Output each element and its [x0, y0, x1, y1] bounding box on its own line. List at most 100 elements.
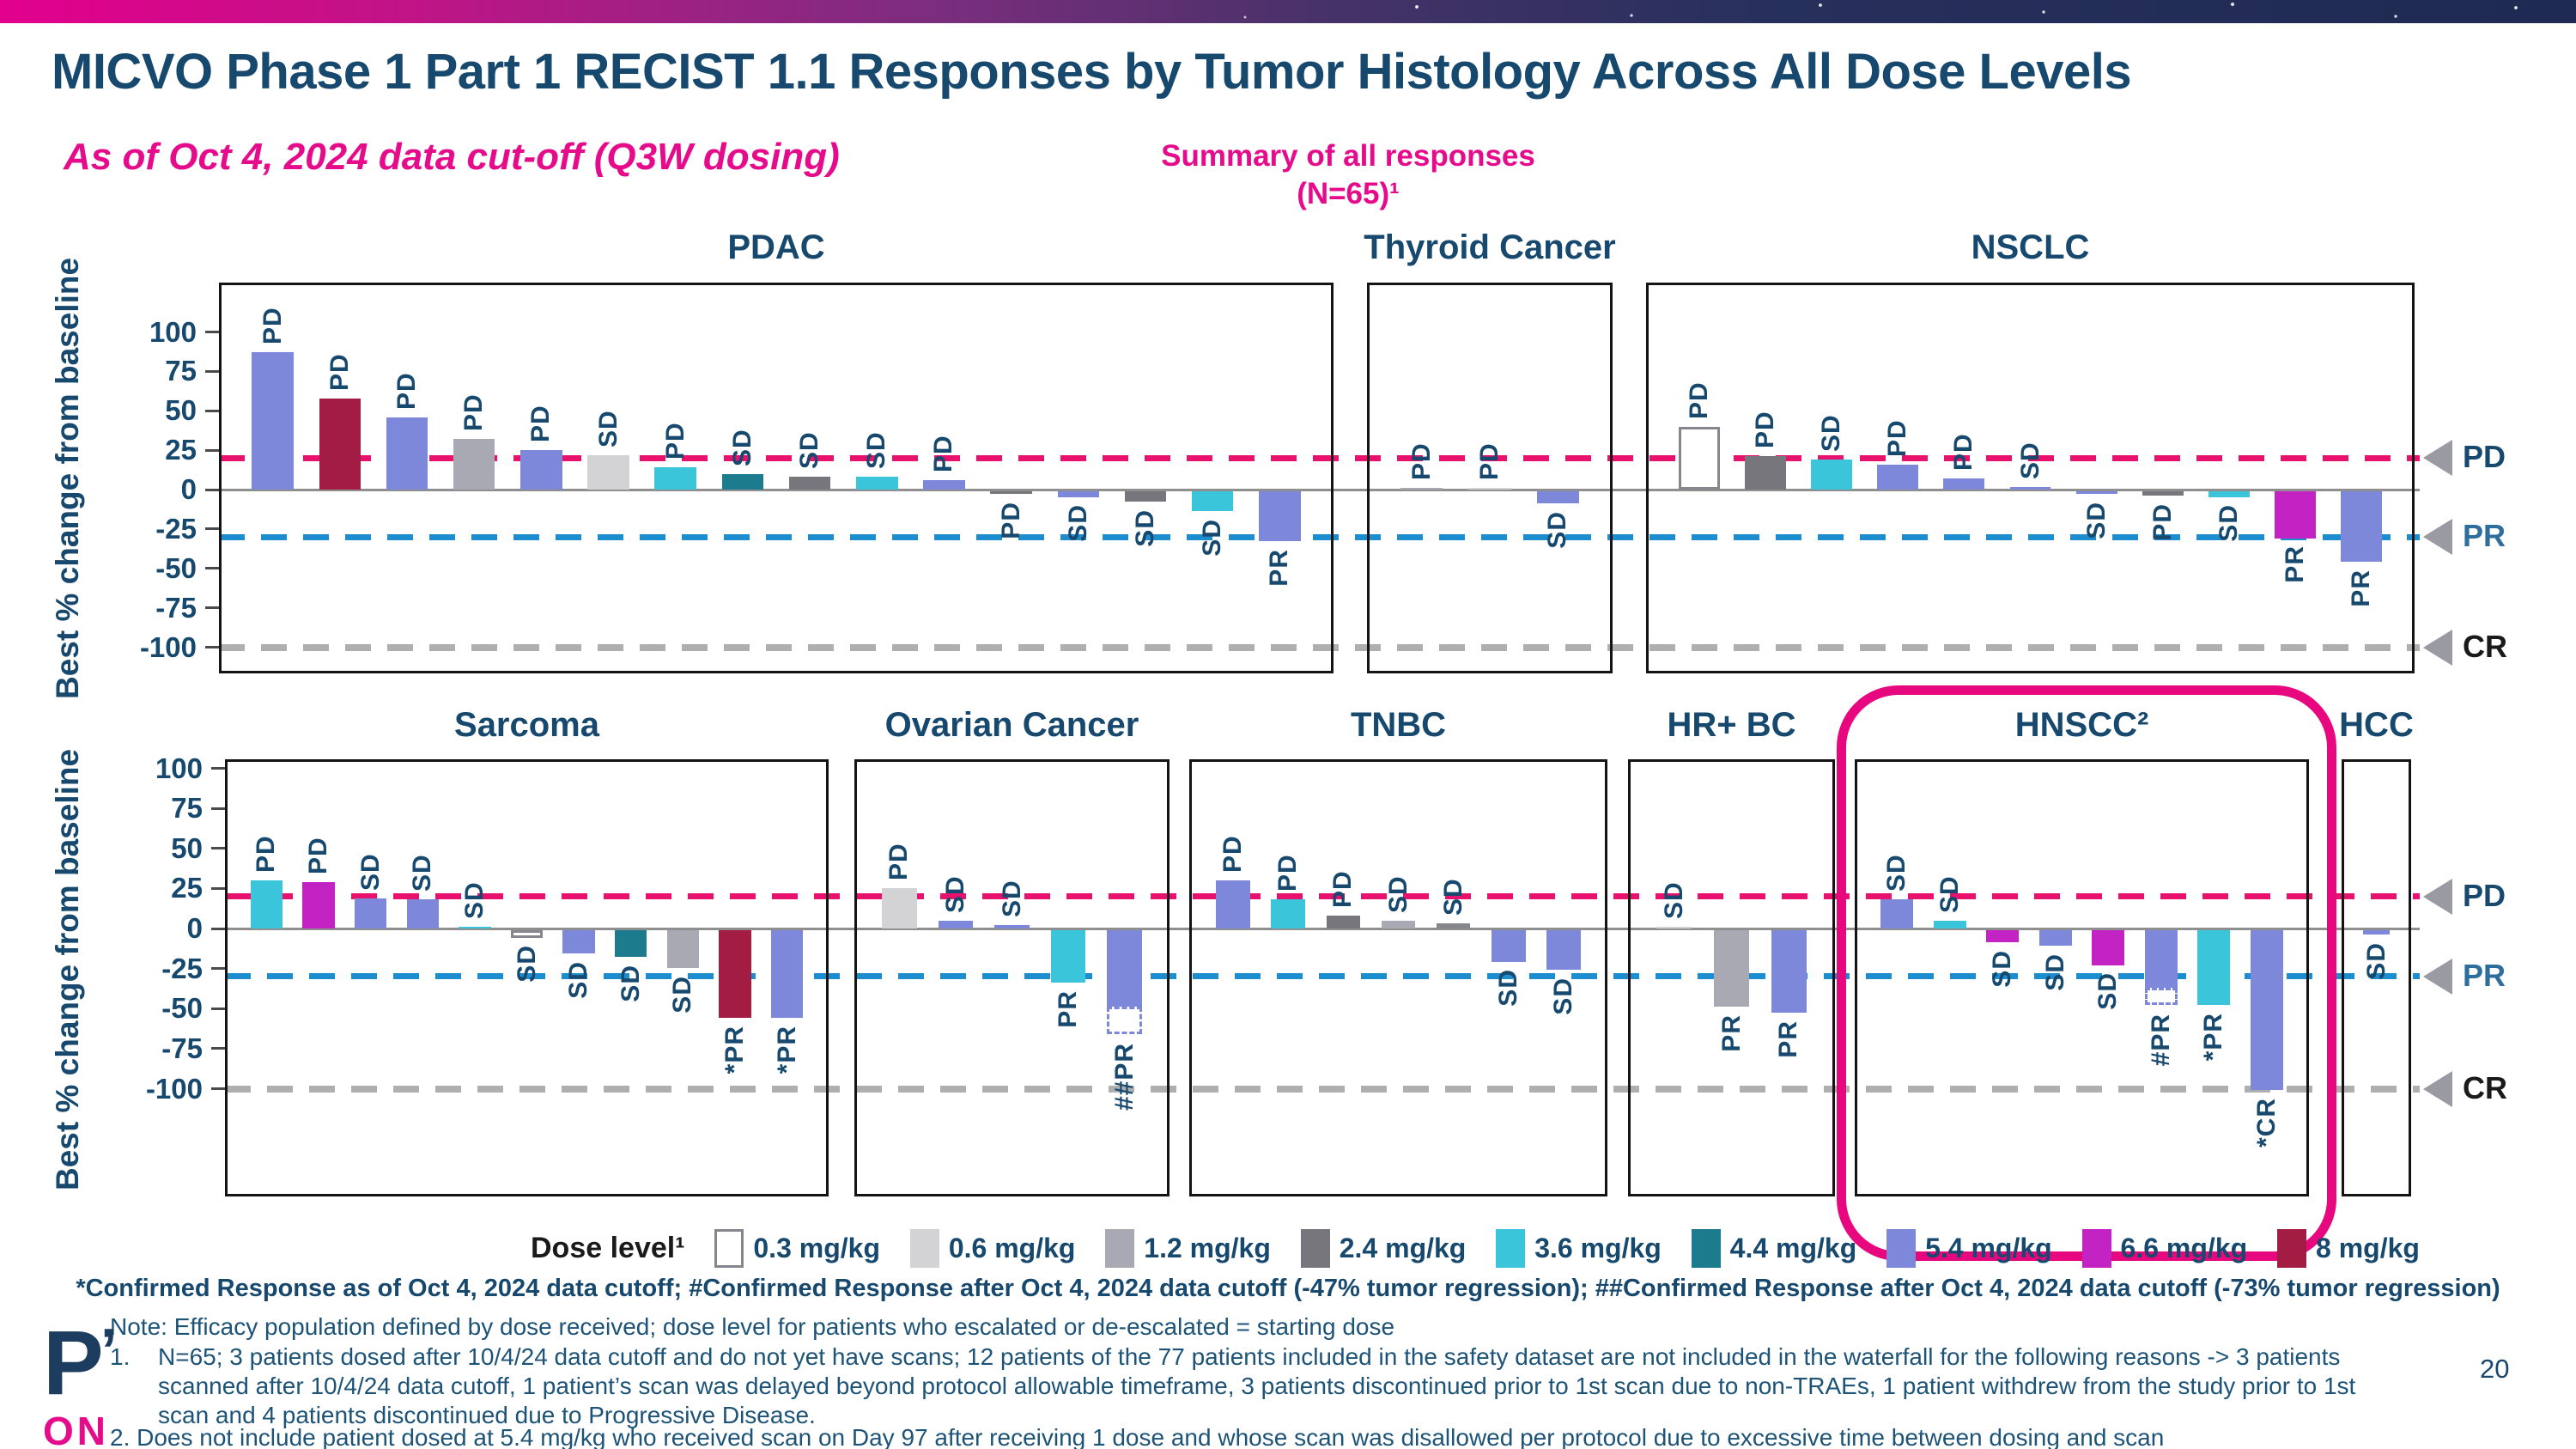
- y-tick-label: -75: [155, 591, 197, 624]
- bar-response-label: PD: [1750, 411, 1779, 449]
- waterfall-bar: [2092, 929, 2125, 965]
- bar-response-label: PD: [1949, 433, 1978, 472]
- pr-marker-label-row2: PR: [2463, 957, 2506, 993]
- waterfall-bar: [1192, 490, 1234, 512]
- waterfall-bar: [721, 473, 764, 490]
- waterfall-bar: [302, 881, 335, 928]
- chart-panel-ovarian-cancer: [854, 759, 1170, 1196]
- bar-response-label: PD: [304, 837, 333, 874]
- legend-label: 5.4 mg/kg: [1925, 1232, 2052, 1263]
- bar-response-label: PD: [1328, 870, 1358, 909]
- y-tick-label: -100: [139, 630, 197, 663]
- cr-threshold-line-row1: [219, 643, 2420, 651]
- bar-response-label: ##PR: [1109, 1042, 1139, 1111]
- bar-response-label: PD: [258, 307, 287, 345]
- waterfall-bar: [1656, 926, 1692, 928]
- y-tick-mark: [211, 967, 225, 971]
- waterfall-bar: [2197, 929, 2231, 1006]
- bar-response-label: PD: [1475, 441, 1504, 480]
- y-tick-mark: [205, 369, 219, 373]
- hnscc-highlight-ring: [1837, 685, 2336, 1261]
- footnote-note: Note: Efficacy population defined by dos…: [110, 1313, 1395, 1340]
- bar-response-label: SD: [1131, 508, 1160, 547]
- logo-sub-text: ON: [43, 1409, 109, 1449]
- footnote-2: 2. Does not include patient dosed at 5.4…: [110, 1424, 2165, 1449]
- y-tick-mark: [205, 448, 219, 452]
- chart-panel-title: Sarcoma: [454, 706, 599, 744]
- bar-response-label: PD: [2148, 502, 2177, 541]
- y-tick-mark: [211, 847, 225, 850]
- waterfall-bar: [520, 450, 562, 490]
- chart-panel-nsclc: [1646, 283, 2415, 673]
- pr-marker-arrow-row2: [2423, 958, 2452, 995]
- waterfall-bar: [1381, 920, 1416, 928]
- waterfall-bar: [1436, 923, 1471, 929]
- waterfall-bar: [2038, 929, 2072, 947]
- bar-response-label: PR: [2347, 569, 2376, 607]
- bar-response-label: SD: [355, 852, 385, 891]
- legend-label: 0.6 mg/kg: [948, 1232, 1076, 1263]
- summary-line-2: (N=65)¹: [1297, 177, 1400, 210]
- legend-item-1-2mgkg: 1.2 mg/kg: [1105, 1228, 1271, 1268]
- waterfall-bar-dashed-extension: [1107, 1007, 1142, 1034]
- waterfall-bar-dashed-extension: [2144, 987, 2178, 1006]
- waterfall-bar: [1536, 490, 1580, 504]
- chart-panel-title: TNBC: [1350, 706, 1447, 744]
- waterfall-bar: [354, 898, 387, 928]
- bar-response-label: SD: [2361, 941, 2391, 980]
- y-tick-label: 100: [149, 315, 197, 348]
- chart-panel-title: HCC: [2339, 706, 2414, 744]
- bar-response-label: SD: [1493, 969, 1522, 1007]
- bar-response-label: SD: [616, 964, 645, 1002]
- logo-mark: P’: [43, 1312, 118, 1414]
- y-tick-mark: [211, 1047, 225, 1050]
- chart-panel-title: NSCLC: [1971, 228, 2090, 266]
- bar-response-label: PD: [392, 371, 421, 410]
- waterfall-bar: [990, 490, 1032, 495]
- pr-marker-label-row1: PR: [2463, 518, 2506, 554]
- bar-response-label: PR: [1265, 548, 1294, 587]
- waterfall-bar: [1546, 929, 1581, 971]
- legend-item-0-6mgkg: 0.6 mg/kg: [909, 1228, 1076, 1268]
- waterfall-bar: [1400, 487, 1443, 490]
- waterfall-bar: [614, 929, 647, 958]
- legend-item-5-4mgkg: 5.4 mg/kg: [1886, 1228, 2052, 1268]
- waterfall-bar: [1678, 426, 1720, 490]
- bar-response-label: SD: [459, 880, 489, 919]
- y-tick-mark: [211, 1007, 225, 1010]
- data-cutoff-subtitle: As of Oct 4, 2024 data cut-off (Q3W dosi…: [64, 136, 840, 178]
- waterfall-bar: [459, 926, 491, 928]
- pr-threshold-line-row1: [219, 533, 2420, 540]
- bar-response-label: SD: [1659, 880, 1688, 919]
- waterfall-bar: [2250, 929, 2283, 1090]
- waterfall-bar: [923, 479, 965, 490]
- zero-baseline-row2: [225, 927, 2420, 930]
- y-tick-label: -50: [155, 551, 197, 584]
- legend-label: 1.2 mg/kg: [1144, 1232, 1271, 1263]
- top-gradient-banner: [0, 0, 2576, 23]
- waterfall-bar: [510, 929, 544, 938]
- bar-response-label: SD: [1548, 977, 1577, 1015]
- legend-swatch: [1886, 1228, 1917, 1268]
- waterfall-bar: [2144, 929, 2178, 988]
- legend-label: 3.6 mg/kg: [1534, 1232, 1662, 1263]
- waterfall-bar: [882, 888, 917, 928]
- chart-panel-title: Thyroid Cancer: [1364, 228, 1616, 266]
- y-tick-mark: [205, 646, 219, 648]
- bar-response-label: PD: [660, 422, 690, 460]
- chart-panel-hr-bc: [1628, 759, 1835, 1196]
- y-tick-mark: [205, 567, 219, 570]
- waterfall-bar: [386, 417, 428, 490]
- waterfall-bar: [2341, 490, 2383, 563]
- bar-response-label: PD: [996, 501, 1025, 539]
- waterfall-bar: [1107, 929, 1142, 1008]
- bar-response-label: SD: [2015, 441, 2044, 480]
- bar-response-label: PD: [325, 352, 354, 391]
- cr-threshold-line-row2: [225, 1085, 2420, 1093]
- waterfall-bar: [250, 880, 283, 928]
- cr-marker-arrow-row1: [2423, 629, 2452, 666]
- waterfall-bar: [2009, 487, 2051, 490]
- bar-response-label: PD: [526, 405, 556, 443]
- waterfall-bar: [1744, 456, 1786, 490]
